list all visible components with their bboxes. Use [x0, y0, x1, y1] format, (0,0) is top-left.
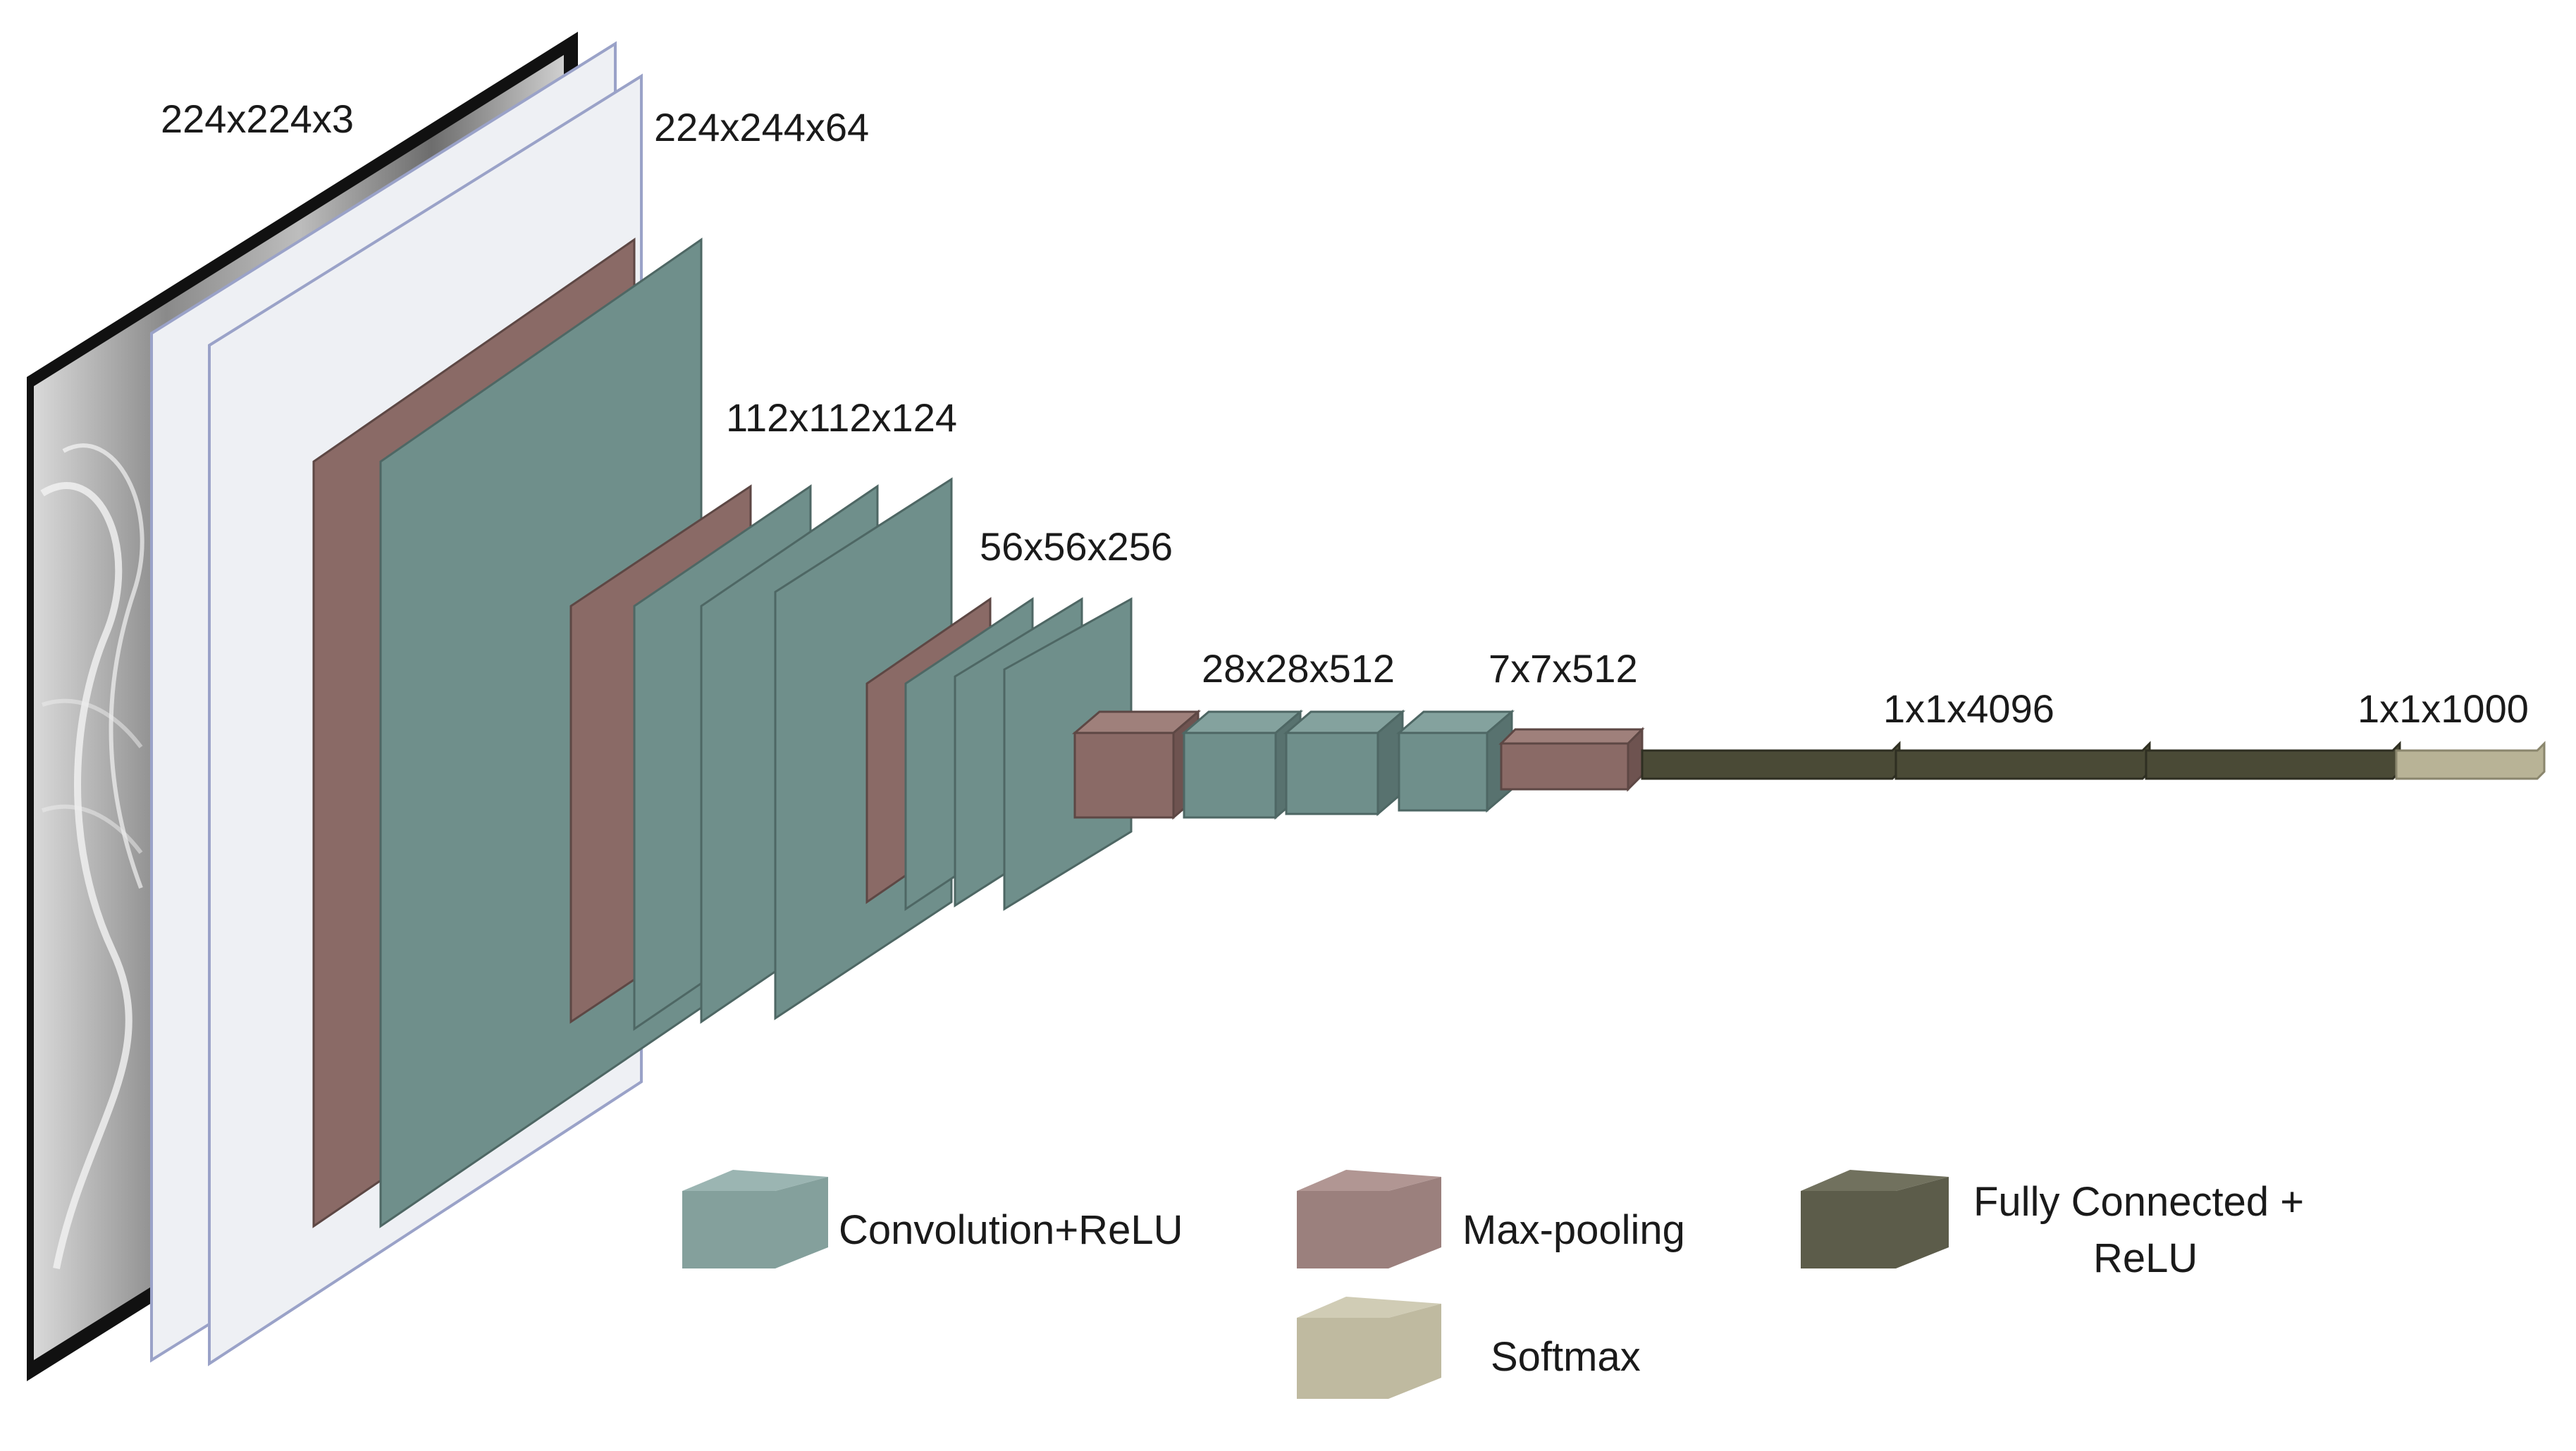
stage-label-conv2: 112x112x124	[726, 395, 957, 440]
stage-label-fc: 1x1x4096	[1883, 686, 2054, 731]
conv-block-4-conv-b	[1283, 709, 1406, 817]
stage-label-softmax: 1x1x1000	[2358, 686, 2529, 731]
input-dimension-label: 224x224x3	[161, 97, 354, 141]
conv-block-4-conv-c	[1395, 709, 1515, 813]
stage-label-conv3: 56x56x256	[980, 524, 1173, 569]
stage-label-conv4: 28x28x512	[1202, 646, 1395, 691]
legend-conv-swatch	[682, 1170, 828, 1268]
legend-conv-label: Convolution+ReLU	[839, 1207, 1183, 1253]
fully-connected-layer-1	[1641, 741, 1901, 780]
fully-connected-layer-2	[1894, 741, 2151, 780]
conv-block-4-conv-a	[1181, 709, 1304, 820]
conv-block-5-pool	[1498, 727, 1645, 792]
stage-label-conv5: 7x7x512	[1489, 646, 1638, 691]
legend-fc-label-line2: ReLU	[2093, 1235, 2198, 1281]
conv-block-3-conv-c	[1003, 597, 1133, 911]
legend: Convolution+ReLU Max-pooling Fully Conne…	[682, 1170, 2304, 1399]
legend-pool-swatch	[1297, 1170, 1441, 1268]
legend-pool-label: Max-pooling	[1462, 1207, 1685, 1253]
legend-fc-swatch	[1801, 1170, 1949, 1268]
softmax-layer	[2395, 741, 2546, 780]
legend-softmax-label: Softmax	[1491, 1334, 1641, 1380]
legend-fc-label-line1: Fully Connected +	[1973, 1179, 2304, 1225]
conv-block-4-pool	[1071, 709, 1202, 820]
legend-softmax-swatch	[1297, 1297, 1441, 1399]
stage-label-conv1: 224x244x64	[654, 105, 869, 149]
fully-connected-layer-3	[2145, 741, 2401, 780]
